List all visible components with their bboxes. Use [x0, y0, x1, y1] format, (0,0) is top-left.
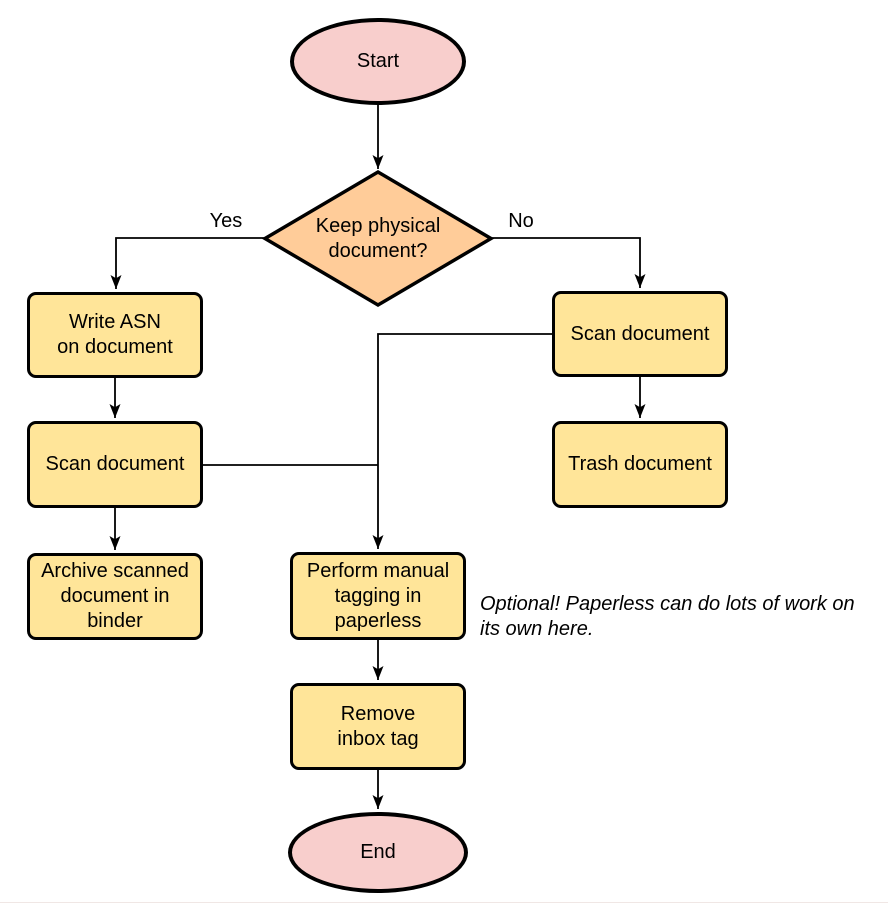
annotation-note: Optional! Paperless can do lots of work …	[480, 593, 855, 640]
node-scan-document-left-label: Scan document	[45, 453, 185, 475]
node-keep-physical: Keep physical document?	[265, 172, 491, 305]
bottom-divider	[0, 902, 888, 903]
edge-label-no: No	[498, 210, 544, 232]
node-archive-binder: Archive scanned document in binder	[27, 553, 203, 640]
node-scan-document-right: Scan document	[552, 291, 728, 377]
node-remove-inbox-tag: Remove inbox tag	[290, 683, 466, 770]
node-end-label: End	[360, 841, 396, 863]
edge-label-yes: Yes	[203, 210, 249, 232]
node-scan-document-right-label: Scan document	[570, 322, 710, 345]
node-end: End	[288, 812, 468, 893]
edge-decision-yes-to-write-asn	[110, 237, 265, 289]
node-remove-inbox-tag-label: Remove inbox tag	[337, 702, 419, 750]
node-keep-physical-label: Keep physical document?	[315, 214, 441, 262]
edge-scan-right-to-tagging	[372, 333, 552, 549]
node-scan-document-left: Scan document	[27, 421, 203, 508]
node-trash-document-label: Trash document	[568, 453, 712, 475]
node-start-label: Start	[356, 50, 400, 72]
node-write-asn: Write ASN on document	[27, 292, 203, 378]
node-archive-binder-label: Archive scanned document in binder	[41, 560, 189, 632]
node-trash-document: Trash document	[552, 421, 728, 508]
node-start: Start	[290, 18, 466, 105]
node-manual-tagging-label: Perform manual tagging in paperless	[306, 559, 450, 632]
edge-decision-no-to-scan-right	[491, 237, 646, 288]
node-keep-physical-shape	[262, 169, 494, 308]
node-write-asn-label: Write ASN on document	[57, 311, 173, 358]
node-manual-tagging: Perform manual tagging in paperless	[290, 552, 466, 640]
